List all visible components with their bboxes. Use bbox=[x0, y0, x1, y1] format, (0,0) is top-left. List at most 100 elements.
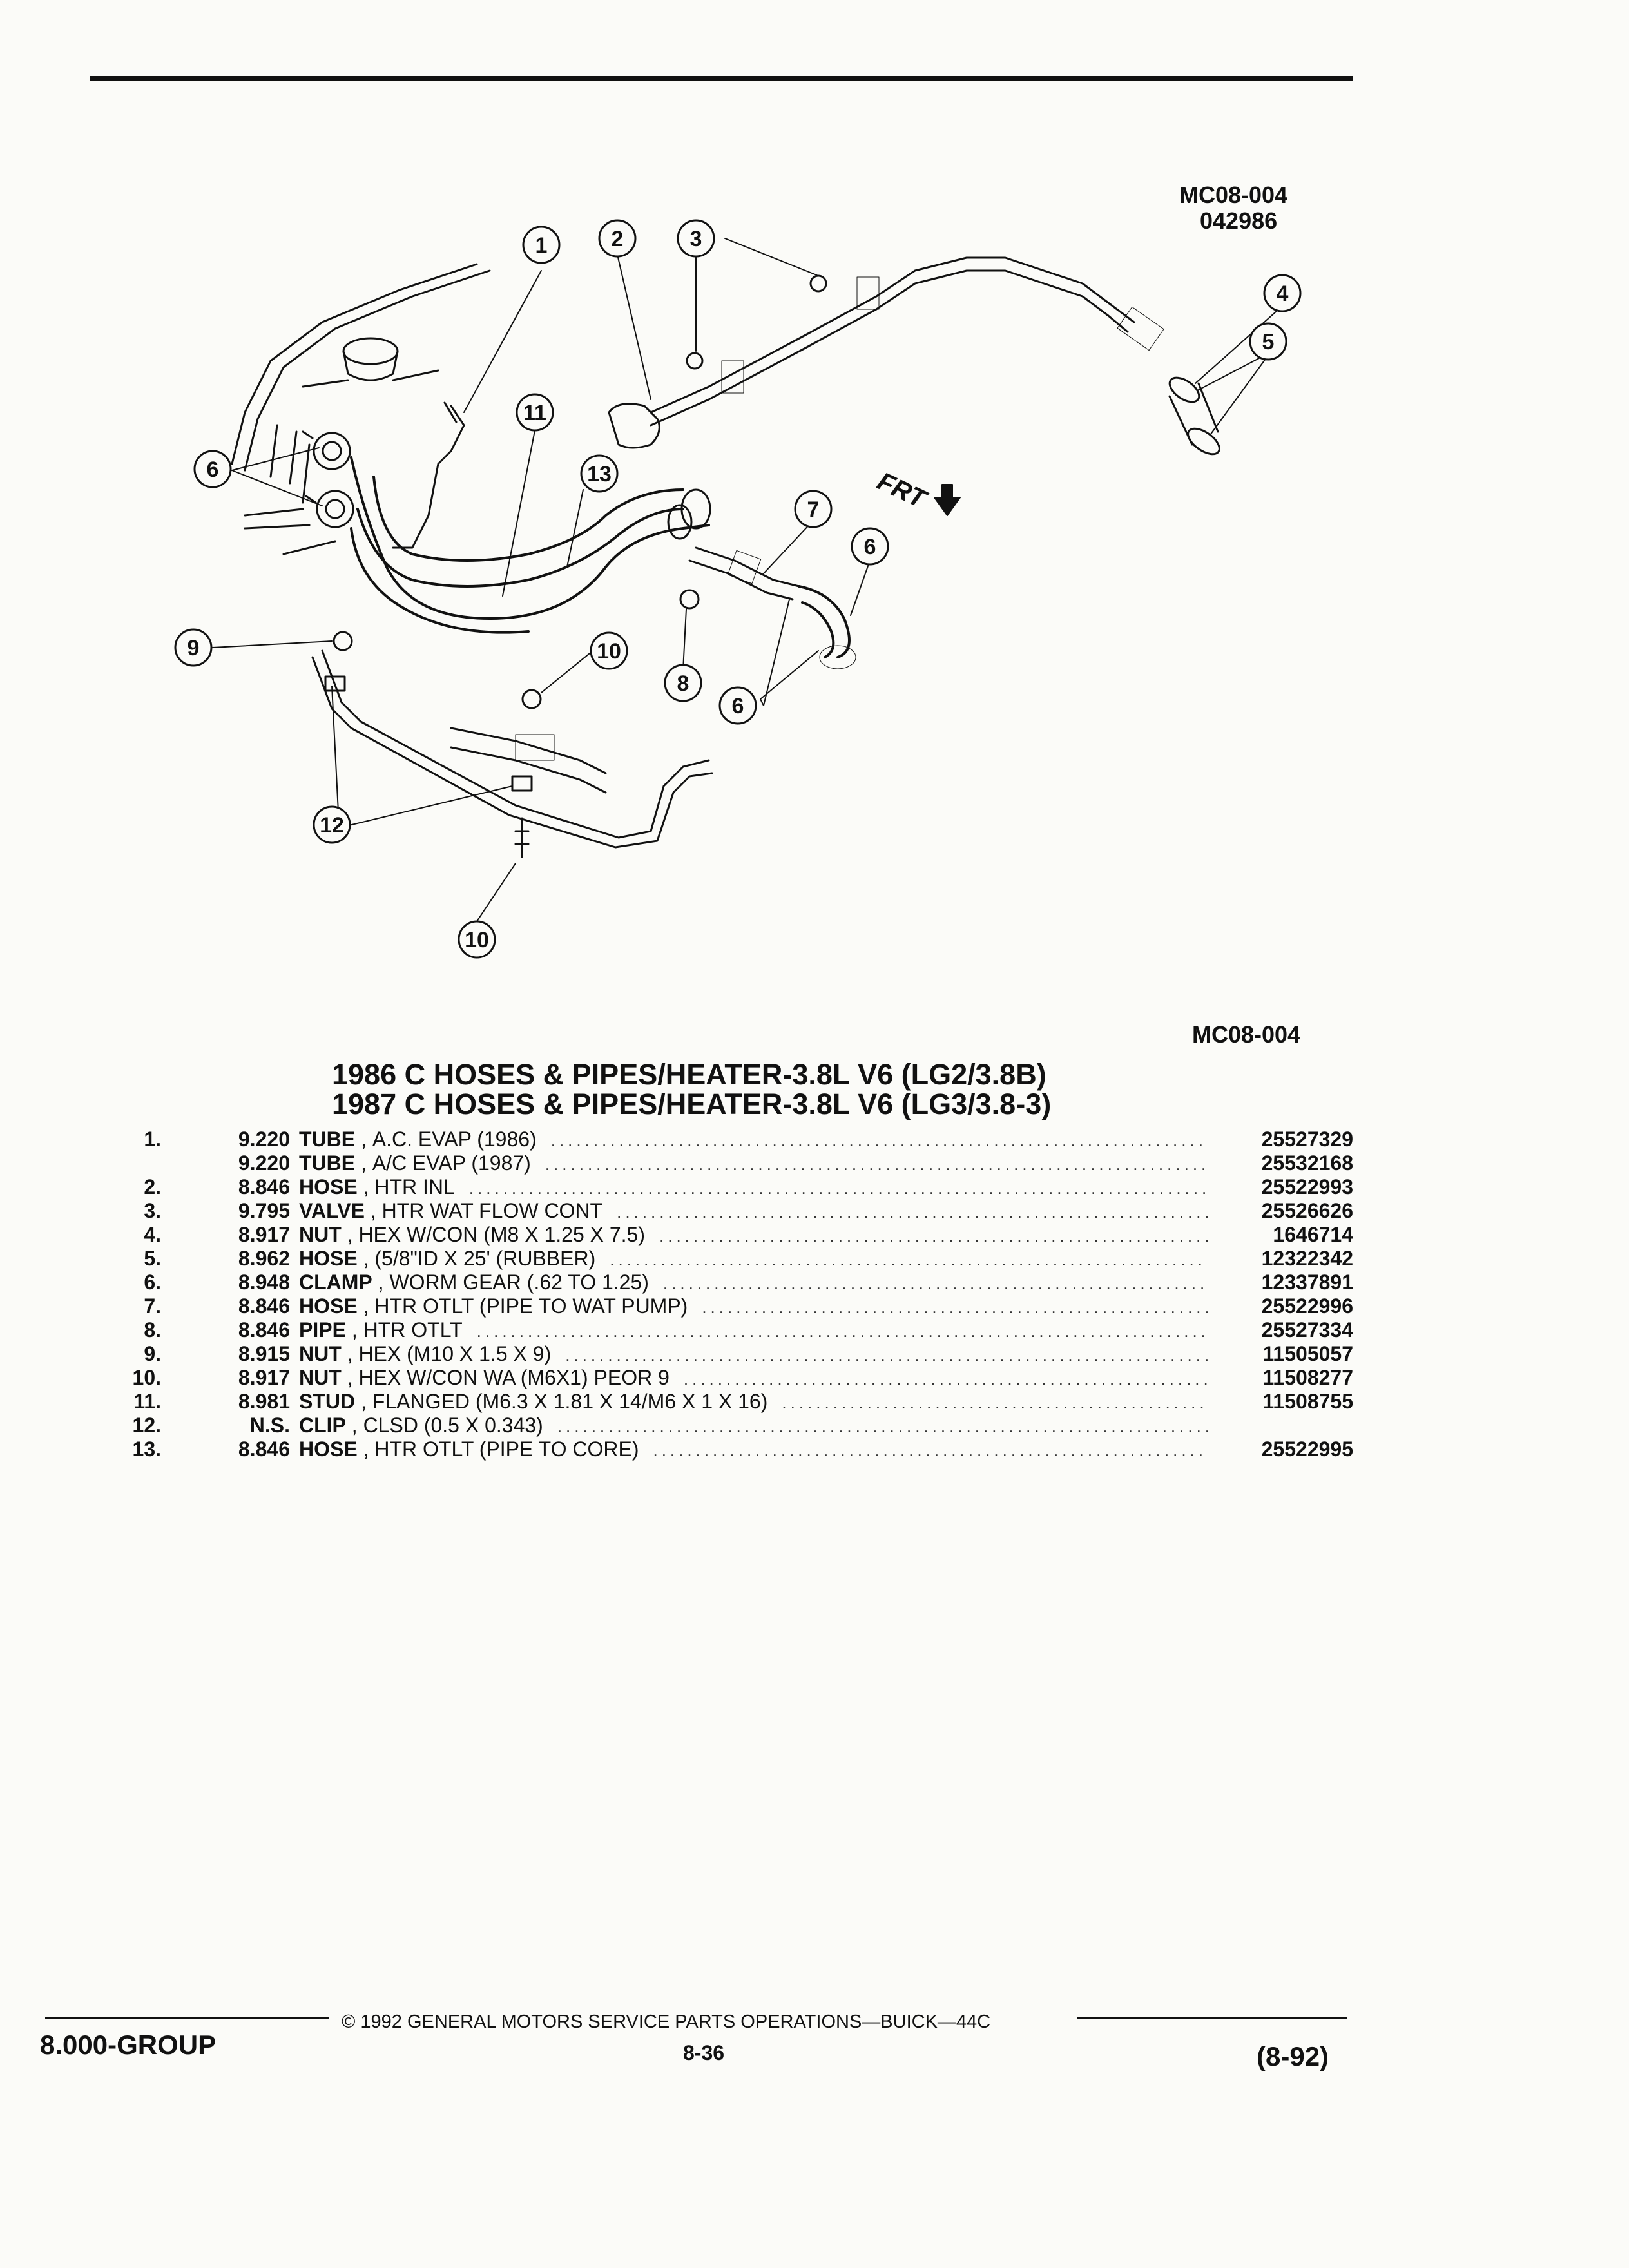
part-spec: FLANGED (M6.3 X 1.81 X 14/M6 X 1 X 16) bbox=[372, 1390, 768, 1413]
part-name: NUT bbox=[299, 1223, 342, 1246]
ac-tube-upper bbox=[650, 256, 1135, 414]
footer-copyright: © 1992 GENERAL MOTORS SERVICE PARTS OPER… bbox=[342, 2012, 991, 2032]
part-number: 11508277 bbox=[1262, 1366, 1353, 1389]
clip-12-a bbox=[324, 675, 346, 692]
part-spec: A.C. EVAP (1986) bbox=[372, 1128, 537, 1151]
part-description: CLAMP , WORM GEAR (.62 TO 1.25).........… bbox=[299, 1271, 1208, 1294]
valve-body bbox=[608, 403, 660, 449]
leader-dots: ........................................… bbox=[659, 1226, 1208, 1245]
part-name: HOSE bbox=[299, 1294, 358, 1318]
group-number: 8.917 bbox=[238, 1223, 290, 1246]
reservoir-cap bbox=[302, 337, 439, 388]
ref-number: 4. bbox=[144, 1223, 161, 1246]
part-description: HOSE , HTR INL..........................… bbox=[299, 1175, 1208, 1199]
part-spec: HEX (M10 X 1.5 X 9) bbox=[358, 1342, 552, 1365]
outlet-hose bbox=[356, 508, 684, 588]
group-number: 8.981 bbox=[238, 1390, 290, 1413]
part-spec: HTR WAT FLOW CONT bbox=[381, 1199, 603, 1222]
ref-number: 11. bbox=[133, 1390, 161, 1413]
ref-number: 12. bbox=[132, 1414, 161, 1437]
inlet-hose bbox=[350, 456, 710, 620]
nut-10-b bbox=[521, 689, 542, 709]
leader-dots: ........................................… bbox=[782, 1393, 1208, 1412]
part-name: HOSE bbox=[299, 1437, 358, 1461]
figure-code-top: MC08-004 bbox=[1179, 182, 1288, 208]
leader-dots: ........................................… bbox=[683, 1369, 1208, 1389]
part-description: STUD , FLANGED (M6.3 X 1.81 X 14/M6 X 1 … bbox=[299, 1390, 1208, 1414]
outlet-pipe bbox=[695, 546, 800, 588]
parts-row: 6. 8.948 CLAMP , WORM GEAR (.62 TO 1.25)..… bbox=[110, 1271, 1353, 1294]
callout-10-left: 9 bbox=[188, 636, 200, 660]
leader-dots: ........................................… bbox=[565, 1345, 1208, 1365]
part-number: 25522995 bbox=[1261, 1437, 1353, 1461]
callout-2: 11 bbox=[523, 401, 546, 425]
leader-dots: ........................................… bbox=[476, 1321, 1208, 1341]
part-spec-sep: , bbox=[355, 1151, 372, 1175]
nut-10-a bbox=[333, 631, 353, 651]
group-number: 8.846 bbox=[238, 1294, 290, 1318]
lower-heater-pipe bbox=[321, 649, 710, 839]
heater-core-fittings bbox=[302, 430, 354, 528]
part-number: 25527329 bbox=[1261, 1128, 1353, 1151]
nuts-4 bbox=[686, 274, 827, 370]
leader-lines bbox=[212, 238, 1283, 922]
title-1987: 1987 C HOSES & PIPES/HEATER-3.8L V6 (LG3… bbox=[332, 1088, 1052, 1120]
top-rule bbox=[90, 76, 1353, 81]
callout-6-upper: 5 bbox=[1262, 330, 1275, 354]
part-spec-sep: , bbox=[355, 1390, 372, 1413]
leader-dots: ........................................… bbox=[653, 1441, 1208, 1460]
clip-12-b bbox=[511, 775, 533, 792]
part-name: NUT bbox=[299, 1366, 342, 1389]
part-spec: HEX W/CON WA (M6X1) PEOR 9 bbox=[358, 1366, 670, 1389]
group-number: 8.948 bbox=[238, 1271, 290, 1294]
part-name: TUBE bbox=[299, 1151, 356, 1175]
callouts bbox=[174, 219, 1302, 959]
group-number: 8.846 bbox=[238, 1175, 290, 1198]
footer-date: (8-92) bbox=[1257, 2041, 1329, 2071]
part-number: 25522996 bbox=[1261, 1294, 1353, 1318]
callout-8: 7 bbox=[807, 497, 820, 522]
callout-5: 4 bbox=[1277, 282, 1289, 306]
group-number: N.S. bbox=[249, 1414, 290, 1437]
figure-date-code: 042986 bbox=[1200, 207, 1278, 234]
part-name: HOSE bbox=[299, 1175, 358, 1198]
parts-row: 11. 8.981 STUD , FLANGED (M6.3 X 1.81 X 14… bbox=[110, 1390, 1353, 1414]
part-spec: A/C EVAP (1987) bbox=[372, 1151, 531, 1175]
callout-10-right: 10 bbox=[597, 639, 621, 664]
callout-12: 12 bbox=[320, 813, 344, 838]
ac-evap-tube bbox=[392, 405, 465, 549]
parts-row: 2. 8.846 HOSE , HTR INL...................… bbox=[110, 1175, 1353, 1199]
part-number: 25526626 bbox=[1261, 1199, 1353, 1222]
ref-number: 7. bbox=[144, 1294, 161, 1318]
ref-number: 2. bbox=[144, 1175, 161, 1198]
ref-number: 5. bbox=[144, 1247, 161, 1270]
part-spec-sep: , bbox=[341, 1366, 359, 1389]
part-description: CLIP , CLSD (0.5 X 0.343)...............… bbox=[299, 1414, 1208, 1437]
part-spec-sep: , bbox=[355, 1128, 372, 1151]
callout-1: 1 bbox=[535, 233, 548, 258]
part-spec-sep: , bbox=[345, 1318, 363, 1341]
stud-11 bbox=[514, 817, 530, 858]
firewall-outline bbox=[231, 263, 491, 555]
part-spec: HTR OTLT (PIPE TO WAT PUMP) bbox=[374, 1294, 688, 1318]
figure-code-bottom: MC08-004 bbox=[1192, 1021, 1301, 1048]
ref-number: 6. bbox=[144, 1271, 161, 1294]
group-number: 8.846 bbox=[238, 1318, 290, 1341]
front-direction-arrow bbox=[934, 484, 961, 516]
ref-number: 9. bbox=[144, 1342, 161, 1365]
leader-dots: ........................................… bbox=[545, 1155, 1208, 1174]
part-spec-sep: , bbox=[341, 1342, 359, 1365]
part-name: CLAMP bbox=[299, 1271, 372, 1294]
part-spec-sep: , bbox=[364, 1199, 382, 1222]
callout-13: 13 bbox=[587, 462, 612, 486]
group-number: 9.220 bbox=[238, 1128, 290, 1151]
leader-dots: ........................................… bbox=[617, 1202, 1208, 1222]
leader-dots: ........................................… bbox=[702, 1298, 1208, 1317]
part-number: 11508755 bbox=[1262, 1390, 1353, 1413]
